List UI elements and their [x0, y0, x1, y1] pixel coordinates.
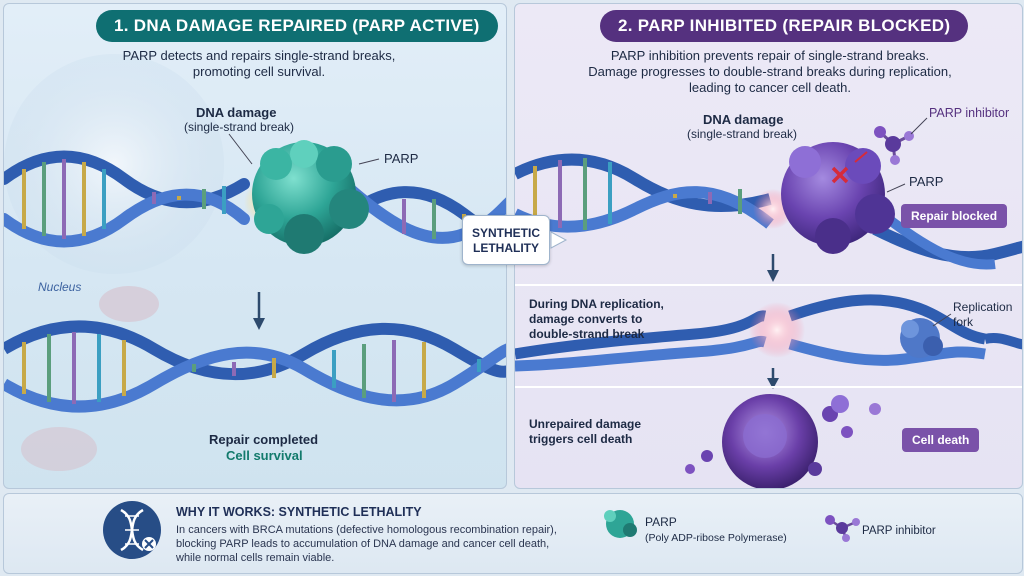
dna-helix-repaired — [4, 320, 506, 413]
bottom-text-line1: In cancers with BRCA mutations (defectiv… — [176, 524, 557, 536]
replication-line2: damage converts to — [529, 312, 643, 326]
right-panel: 2. PARP INHIBITED (REPAIR BLOCKED) PARP … — [514, 3, 1023, 489]
legend-inhibitor-icon — [825, 515, 860, 542]
callout-line1: SYNTHETIC — [471, 226, 540, 240]
right-illustration — [515, 117, 1022, 488]
cell-death-badge: Cell death — [902, 428, 980, 452]
bottom-title: WHY IT WORKS: SYNTHETIC LETHALITY — [176, 505, 422, 519]
unrepaired-text: Unrepaired damage triggers cell death — [529, 417, 641, 447]
section-divider-1 — [515, 284, 1022, 286]
left-illustration — [4, 54, 506, 471]
dna-helix-damaged — [4, 150, 506, 248]
inhibitor-label: PARP inhibitor — [929, 106, 1010, 120]
nucleus-shape — [4, 54, 224, 274]
right-subtitle-line3: leading to cancer cell death. — [689, 80, 851, 95]
right-subtitle-line2: Damage progresses to double-strand break… — [588, 64, 952, 79]
bottom-text-line2: blocking PARP leads to accumulation of D… — [176, 538, 550, 550]
right-damage-sub: (single-strand break) — [687, 127, 798, 141]
mitochondrion-icon-2 — [21, 427, 97, 471]
parp-inhibitor-molecule-icon — [874, 126, 914, 165]
right-title: 2. PARP INHIBITED (REPAIR BLOCKED) — [600, 10, 969, 42]
cell-survival-label: Cell survival — [226, 448, 303, 463]
callout-line2: LETHALITY — [473, 241, 539, 255]
left-damage-label: DNA damage — [196, 105, 277, 120]
bottom-panel: WHY IT WORKS: SYNTHETIC LETHALITY In can… — [3, 493, 1023, 574]
fork-line1: Replication — [953, 300, 1013, 314]
replication-line3: double-strand break — [529, 327, 645, 341]
replication-fork-label: Replication fork — [953, 300, 1012, 330]
mitochondrion-icon — [99, 286, 159, 322]
bottom-illustration — [103, 501, 860, 559]
synthetic-lethality-callout: SYNTHETIC LETHALITY — [462, 215, 550, 265]
parp-protein-inhibited-icon — [781, 142, 895, 254]
parp-pointer — [358, 158, 380, 165]
unrepaired-line1: Unrepaired damage — [529, 417, 642, 431]
left-title: 1. DNA DAMAGE REPAIRED (PARP ACTIVE) — [96, 10, 498, 42]
inhibitor-pointer — [910, 117, 928, 135]
legend-parp-sub: (Poly ADP-ribose Polymerase) — [645, 532, 787, 544]
bottom-text-line3: while normal cells remain viable. — [176, 552, 335, 564]
repair-completed-label: Repair completed — [209, 432, 319, 447]
replication-line1: During DNA replication, — [529, 297, 664, 311]
dying-cell-icon — [685, 394, 881, 488]
replication-text: During DNA replication, damage converts … — [529, 297, 664, 342]
right-parp-label: PARP — [909, 174, 944, 189]
nucleus-label: Nucleus — [38, 280, 82, 294]
left-subtitle: PARP detects and repairs single-strand b… — [64, 48, 454, 80]
parp-protein-icon — [252, 140, 369, 254]
replication-fork-protein-icon — [900, 318, 943, 358]
right-damage-label: DNA damage — [703, 112, 784, 127]
fork-pointer — [932, 313, 952, 327]
blocked-x-icon — [831, 151, 868, 184]
left-panel: 1. DNA DAMAGE REPAIRED (PARP ACTIVE) PAR… — [3, 3, 507, 489]
left-subtitle-line1: PARP detects and repairs single-strand b… — [122, 48, 396, 63]
fork-line2: fork — [953, 315, 974, 329]
left-subtitle-line2: promoting cell survival. — [192, 64, 326, 79]
section-divider-2 — [515, 386, 1022, 388]
right-subtitle-line1: PARP inhibition prevents repair of singl… — [610, 48, 930, 63]
right-subtitle: PARP inhibition prevents repair of singl… — [545, 48, 995, 96]
dna-icon — [103, 501, 161, 559]
down-arrow-icon-1 — [767, 254, 779, 282]
legend-parp-label: PARP — [645, 515, 677, 529]
down-arrow-icon-2 — [767, 368, 779, 389]
parp-pointer-right — [886, 183, 906, 193]
down-arrow-icon — [253, 292, 265, 330]
double-strand-break-spark — [749, 302, 805, 358]
unrepaired-line2: triggers cell death — [529, 432, 633, 446]
left-parp-label: PARP — [384, 151, 419, 166]
bottom-text: In cancers with BRCA mutations (defectiv… — [176, 523, 557, 565]
left-damage-sub: (single-strand break) — [184, 120, 295, 134]
repair-blocked-badge: Repair blocked — [901, 204, 1008, 228]
legend-parp-icon — [604, 510, 637, 538]
damage-pointer — [228, 133, 253, 165]
legend-inhibitor-label: PARP inhibitor — [862, 525, 936, 537]
